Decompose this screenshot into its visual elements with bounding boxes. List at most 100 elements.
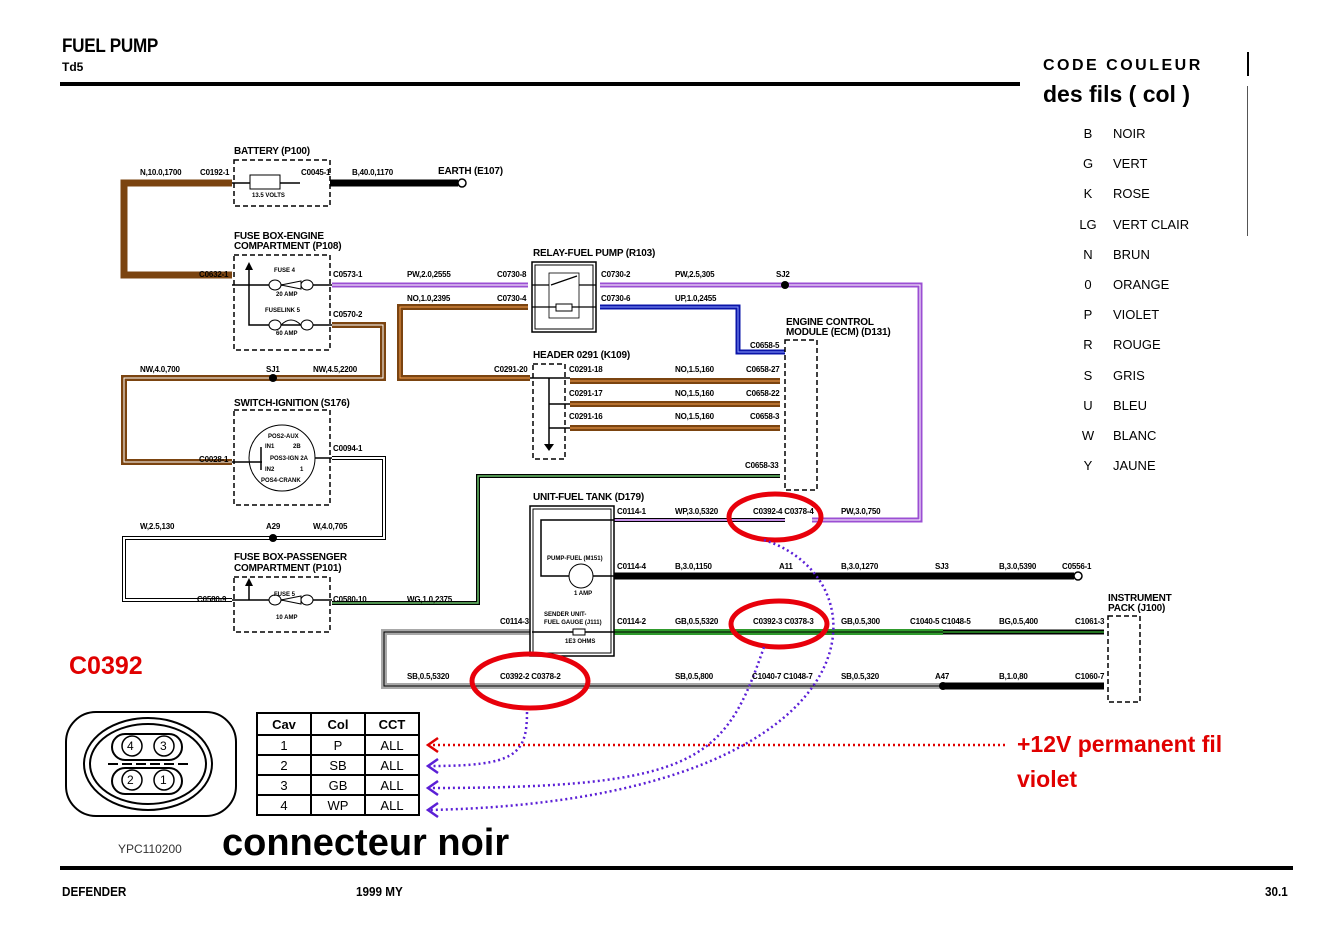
switch-pos2: POS2-AUX bbox=[268, 434, 299, 440]
pump-fuel-label: PUMP-FUEL (M151) bbox=[547, 556, 603, 562]
connector-label: C0730-2 bbox=[601, 270, 631, 279]
fuse4-rating: 20 AMP bbox=[276, 292, 298, 298]
fusebox-passenger-label-1: FUSE BOX-PASSENGER bbox=[234, 552, 347, 563]
instrument-pack-box bbox=[1107, 615, 1141, 703]
wire-label: B,1.0,80 bbox=[999, 672, 1028, 681]
connector-label: C0730-4 bbox=[497, 294, 527, 303]
splice-a11 bbox=[782, 573, 788, 579]
splice-label: A29 bbox=[266, 522, 281, 531]
earth-c0556 bbox=[1073, 571, 1083, 581]
connector-label: C0580-10 bbox=[333, 595, 367, 604]
cell: ALL bbox=[364, 774, 420, 796]
fuse5-label: FUSE 5 bbox=[274, 592, 296, 598]
connector-pin-table: Cav Col CCT 1 P ALL 2 SB ALL 3 GB ALL 4 … bbox=[256, 712, 420, 816]
connector-pin-3: 3 bbox=[160, 739, 167, 753]
ecm-label-2: MODULE (ECM) (D131) bbox=[786, 327, 891, 338]
ecm-label-1: ENGINE CONTROL bbox=[786, 317, 874, 328]
pin-table-header: Cav Col CCT bbox=[256, 712, 420, 736]
connector-label: C0291-18 bbox=[569, 365, 603, 374]
cell: ALL bbox=[364, 754, 420, 776]
switch-ignition-label: SWITCH-IGNITION (S176) bbox=[234, 398, 350, 409]
wire-label: NO,1.5,160 bbox=[675, 365, 714, 374]
splice-a29 bbox=[269, 534, 277, 542]
fuse5-rating: 10 AMP bbox=[276, 615, 298, 621]
switch-pos3: POS3-IGN 2A bbox=[270, 456, 309, 462]
switch-ignition-box bbox=[233, 409, 331, 506]
switch-in2: IN2 bbox=[265, 467, 275, 473]
connector-label: C0556-1 bbox=[1062, 562, 1092, 571]
legend-title: CODE COULEUR bbox=[1043, 57, 1203, 74]
fuselink5-label: FUSELINK 5 bbox=[265, 308, 301, 314]
fuselink5-rating: 60 AMP bbox=[276, 331, 298, 337]
connector-pin-2: 2 bbox=[127, 773, 134, 787]
table-row: 3 GB ALL bbox=[256, 774, 420, 796]
connector-label: C0658-22 bbox=[746, 389, 780, 398]
wire-label: SB,0.5,5320 bbox=[407, 672, 450, 681]
fuse4-label: FUSE 4 bbox=[274, 268, 296, 274]
connector-label-highlighted: C0392-2 C0378-2 bbox=[500, 672, 561, 681]
page-subtitle: Td5 bbox=[62, 60, 84, 74]
wire-label: NO,1.5,160 bbox=[675, 412, 714, 421]
wire-label: B,3.0,1270 bbox=[841, 562, 879, 571]
wire-label: B,40.0,1170 bbox=[352, 168, 393, 177]
fuel-tank-box bbox=[529, 505, 615, 657]
switch-1: 1 bbox=[300, 467, 304, 473]
splice-label: SJ2 bbox=[776, 270, 790, 279]
wire-n-10-1700 bbox=[120, 179, 232, 279]
earth-terminal bbox=[457, 178, 467, 188]
footer-page: 30.1 bbox=[1265, 884, 1288, 899]
cell: WP bbox=[310, 794, 366, 816]
header-box bbox=[532, 363, 566, 460]
connector-pin-1: 1 bbox=[160, 773, 167, 787]
ecm-box bbox=[784, 339, 818, 491]
header-rule bbox=[60, 82, 1020, 86]
connector-note: connecteur noir bbox=[222, 822, 510, 864]
wire-label: WG,1.0,2375 bbox=[407, 595, 452, 604]
splice-label: SJ1 bbox=[266, 365, 280, 374]
splice-label: SJ3 bbox=[935, 562, 949, 571]
cell: 1 bbox=[256, 734, 312, 756]
wire-label: GB,0.5,300 bbox=[841, 617, 880, 626]
highlight-c0392-3 bbox=[728, 598, 830, 650]
connector-label: C0045-1 bbox=[301, 168, 331, 177]
table-row: 1 P ALL bbox=[256, 734, 420, 756]
header-label: HEADER 0291 (K109) bbox=[533, 350, 630, 361]
legend-divider-2 bbox=[1247, 86, 1248, 236]
cell: 4 bbox=[256, 794, 312, 816]
cell: 2 bbox=[256, 754, 312, 776]
wire-label: NW,4.5,2200 bbox=[313, 365, 358, 374]
connector-label: C1061-3 bbox=[1075, 617, 1105, 626]
connector-label: C0291-16 bbox=[569, 412, 603, 421]
fusebox-engine-box bbox=[233, 254, 331, 351]
wire-label: W,4.0,705 bbox=[313, 522, 348, 531]
splice-label: A47 bbox=[935, 672, 950, 681]
connector-label: C0658-5 bbox=[750, 341, 780, 350]
connector-label: C0658-33 bbox=[745, 461, 779, 470]
footer-year: 1999 MY bbox=[356, 884, 403, 899]
switch-in1: IN1 bbox=[265, 444, 275, 450]
cell: SB bbox=[310, 754, 366, 776]
connector-reference: YPC110200 bbox=[118, 842, 182, 856]
splice-a47 bbox=[939, 682, 947, 690]
col-header-col: Col bbox=[310, 712, 366, 736]
connector-label: C0658-3 bbox=[750, 412, 780, 421]
connector-label: C0730-8 bbox=[497, 270, 527, 279]
connector-label: C0580-9 bbox=[197, 595, 227, 604]
connector-label: C1040-7 C1048-7 bbox=[752, 672, 813, 681]
wire-label: SB,0.5,320 bbox=[841, 672, 880, 681]
sender-rating: 1E3 OHMS bbox=[565, 639, 596, 645]
fuel-tank-label: UNIT-FUEL TANK (D179) bbox=[533, 492, 644, 503]
wire-label: N,10.0,1700 bbox=[140, 168, 182, 177]
connector-label: C0094-1 bbox=[333, 444, 363, 453]
wire-label: SB,0.5,800 bbox=[675, 672, 714, 681]
